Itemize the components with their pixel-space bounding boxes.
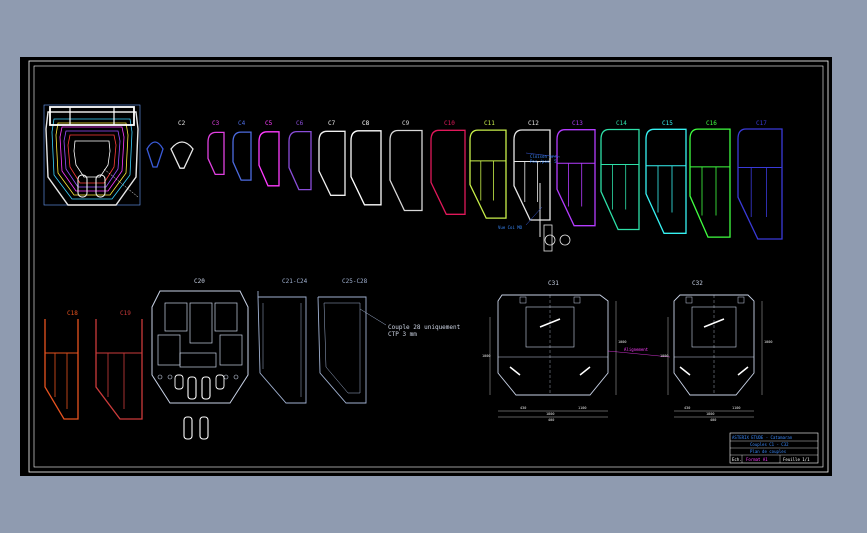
frame-section: C7 — [318, 120, 346, 196]
frame-label: C14 — [616, 120, 627, 127]
frame-section: C15 — [645, 120, 687, 234]
frame-label: C2 — [178, 120, 186, 127]
frame-outline — [207, 131, 225, 176]
frame-section: C5 — [258, 120, 280, 187]
frame-section: C12 — [513, 120, 551, 221]
frame-section: C6 — [288, 120, 312, 191]
frame-outline — [689, 128, 731, 238]
frame-label: C3 — [212, 120, 220, 127]
frame-section: C4 — [232, 120, 252, 181]
frame-section: C16 — [689, 120, 731, 238]
frames-row-1: C2 C3 C4 C5 C6 C7 C8 C9 C10 C11 C12 C13 C14 C15 C16 C17 — [146, 120, 783, 240]
frame-outline — [469, 129, 507, 219]
frame-label: C16 — [706, 120, 717, 127]
frame-section: C9 — [389, 120, 423, 212]
body-plan-overview — [43, 104, 141, 206]
frame-c20: C20 — [151, 278, 249, 440]
frame-label: C13 — [572, 120, 583, 127]
c28-note-line-1: Couple 28 uniquement — [388, 324, 461, 331]
c32-dim-3: 1100 — [732, 406, 740, 410]
frame-outline — [146, 141, 164, 168]
title-row-2: Couples C1 - C32 — [750, 442, 789, 447]
frame-c31: C31 430 1800 1100 1000 1000 400 — [482, 280, 626, 422]
frame-section: C13 — [556, 120, 596, 227]
frame-c25-label: C25-C28 — [342, 278, 368, 285]
frame-label: C8 — [362, 120, 370, 127]
frame-section: C8 — [350, 120, 382, 206]
frame-outline — [170, 141, 194, 169]
frame-c21-c24: C21-C24 — [257, 278, 308, 404]
c12-bottom-note: Vue Coi MO — [498, 225, 523, 230]
frame-outline — [513, 129, 551, 221]
frame-label: C15 — [662, 120, 673, 127]
title-row-3: Plan de couples — [750, 449, 787, 454]
frame-c31-label: C31 — [548, 280, 559, 287]
frame-label: C12 — [528, 120, 539, 127]
frame-outline — [232, 131, 252, 181]
frame-label: C7 — [328, 120, 336, 127]
frame-section: C2 — [170, 120, 194, 169]
c32-dim-4: 1000 — [764, 340, 772, 344]
c12-note-2: Pos./pos. 5 — [530, 159, 557, 164]
frame-c21-label: C21-C24 — [282, 278, 308, 285]
cad-drawing: C2 C3 C4 C5 C6 C7 C8 C9 C10 C11 C12 C13 C14 C15 C16 C17… — [28, 60, 829, 473]
frame-c18: C18 — [44, 310, 79, 420]
frame-c18-label: C18 — [67, 310, 78, 317]
frame-section: C3 — [207, 120, 225, 176]
frame-c32: C32 430 1800 1100 1000 1000 400 — [660, 280, 772, 422]
frame-c32-label: C32 — [692, 280, 703, 287]
frame-outline — [288, 130, 312, 191]
c32-dim-5: 1000 — [660, 354, 668, 358]
frame-c19: C19 — [95, 310, 143, 420]
frame-outline — [737, 128, 783, 240]
frame-section: C10 — [430, 120, 466, 215]
c12-callout: Cloison arr. Pos./pos. 5 Vue Coi MO — [498, 152, 571, 252]
frame-outline — [556, 129, 596, 227]
frame-outline — [430, 129, 466, 215]
c32-dim-1: 430 — [684, 406, 690, 410]
frame-outline — [389, 129, 423, 212]
frame-outline — [258, 131, 280, 187]
frame-section: C17 — [737, 120, 783, 240]
frame-section: C11 — [469, 120, 507, 219]
title-row-1: ASTERIX ETUDE - Catamaran — [732, 435, 793, 440]
c31-dim-2: 1800 — [546, 412, 554, 416]
frame-label: C4 — [238, 120, 246, 127]
frame-label: C11 — [484, 120, 495, 127]
frame-outline — [600, 128, 640, 231]
frame-label: C10 — [444, 120, 455, 127]
title-row-4a: Ech. — [732, 457, 742, 462]
c31-dim-3: 1100 — [578, 406, 586, 410]
frame-c20-label: C20 — [194, 278, 205, 285]
c32-dim-6: 400 — [710, 418, 716, 422]
alignment-note-text: Alignement — [624, 347, 649, 352]
frame-outline — [318, 130, 346, 196]
title-block: ASTERIX ETUDE - Catamaran Couples C1 - C… — [729, 432, 819, 464]
c12-note: Cloison arr. — [530, 154, 559, 159]
title-row-4b: Format A1 — [746, 457, 768, 462]
frame-label: C6 — [296, 120, 304, 127]
frame-section: C14 — [600, 120, 640, 231]
c28-note-line-2: CTP 3 mm — [388, 331, 417, 338]
frame-outline — [645, 128, 687, 234]
frame-label: C9 — [402, 120, 410, 127]
frame-outline — [350, 130, 382, 206]
c31-dim-4: 1000 — [618, 340, 626, 344]
c31-dim-6: 400 — [548, 418, 554, 422]
alignment-note: Alignement — [607, 347, 671, 358]
outer-frame — [28, 60, 829, 473]
c31-dim-1: 430 — [520, 406, 526, 410]
title-row-4c: Feuille 1/1 — [783, 457, 810, 462]
frame-label: C5 — [265, 120, 273, 127]
c32-dim-2: 1800 — [706, 412, 714, 416]
frame-c25-c28: C25-C28 Couple 28 uniquement CTP 3 mm — [317, 278, 461, 404]
c31-dim-5: 1000 — [482, 354, 490, 358]
inner-frame — [33, 65, 824, 468]
frame-c19-label: C19 — [120, 310, 131, 317]
drawing-sheet: C2 C3 C4 C5 C6 C7 C8 C9 C10 C11 C12 C13 C14 C15 C16 C17… — [20, 57, 832, 476]
frame-section — [146, 141, 164, 168]
frame-label: C17 — [756, 120, 767, 127]
